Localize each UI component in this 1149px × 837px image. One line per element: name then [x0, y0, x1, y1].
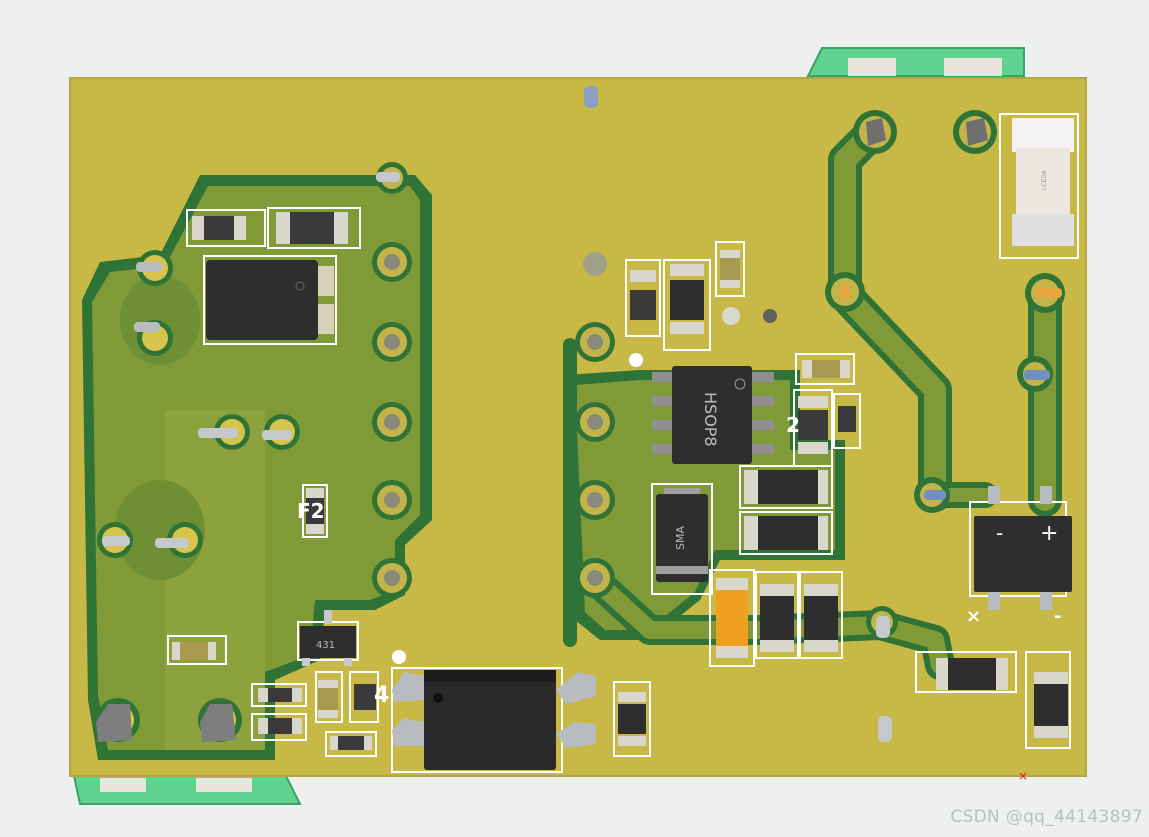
component-f2: F2: [297, 484, 328, 538]
cap-small-left: [167, 635, 227, 665]
diode-marking: SMA: [674, 526, 687, 550]
svg-text:-: -: [1054, 606, 1061, 627]
power-package-bottom: [391, 650, 596, 773]
round-pads-right: [722, 110, 1065, 742]
connector-bottom-left: [72, 775, 302, 805]
watermark: CSDN @qq_44143897: [950, 807, 1143, 827]
connector-top-right: [806, 47, 1025, 77]
power-ic-top-left: [203, 255, 337, 345]
bridge-rectifier: - + × -: [966, 486, 1072, 627]
smd-resistors-top-left: [186, 207, 361, 249]
svg-text:×: ×: [1018, 769, 1028, 783]
bridge-minus: -: [996, 521, 1003, 545]
bridge-plus: +: [1040, 521, 1058, 546]
designator-f2: F2: [297, 499, 325, 523]
smd-cluster-top-center: [625, 241, 855, 385]
regulator-431: 431: [297, 610, 359, 666]
ic-hsop8: HSOP8: [629, 353, 774, 464]
svg-text:×: ×: [966, 606, 981, 627]
designator-2: 2: [786, 413, 800, 437]
ic-marking: HSOP8: [701, 392, 720, 447]
fuse-marking: LCEDA: [1041, 169, 1048, 190]
smd-cluster-bottom-left: 4: [251, 671, 389, 757]
smd-cluster-right-of-ic: 2: [739, 389, 861, 555]
round-pads-mid: [372, 86, 615, 598]
smd-cluster-bottom-right: ×: [915, 651, 1071, 783]
regulator-marking: 431: [316, 640, 335, 651]
diode-sma: SMA: [651, 483, 713, 595]
fuse: LCEDA: [999, 113, 1079, 259]
smd-row-bottom-center: [613, 569, 843, 757]
designator-4: 4: [374, 683, 389, 708]
through-hole-pads-left: [96, 250, 300, 742]
